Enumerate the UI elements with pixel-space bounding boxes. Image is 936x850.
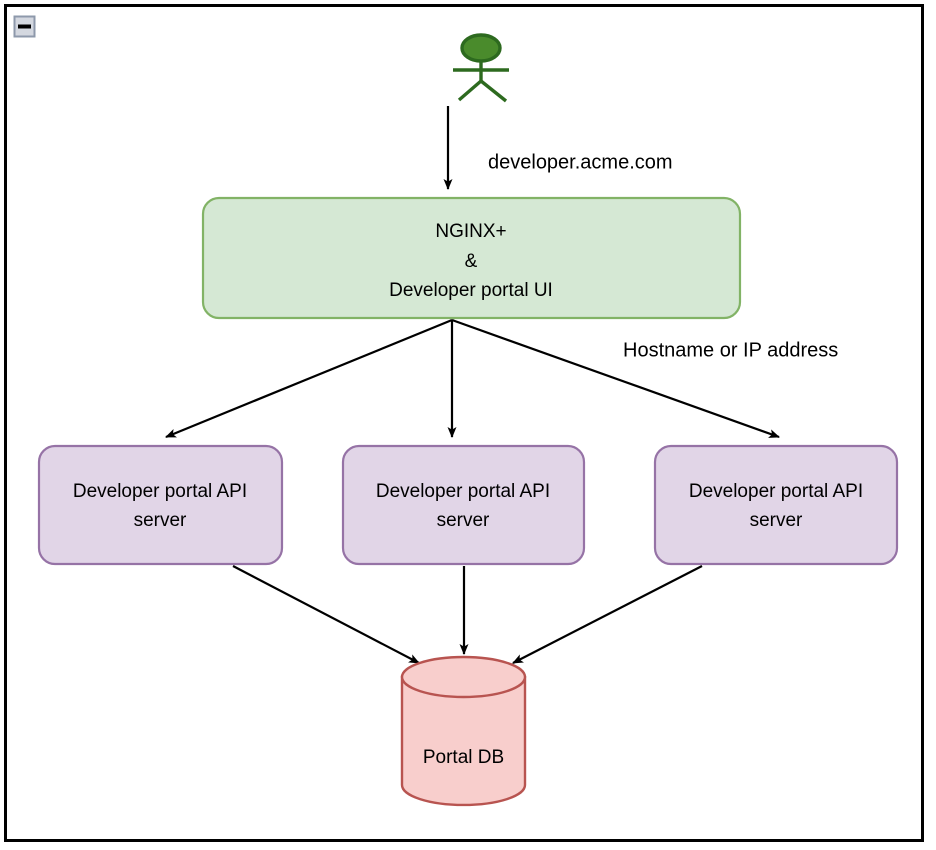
actor-leg-right-line: [479, 79, 508, 103]
node-nginx-portal-ui[interactable]: NGINX+ & Developer portal UI: [201, 196, 742, 320]
node-api-server-2-label-line1: Developer portal API: [376, 481, 550, 502]
edge-nginx-to-api-server-3: [451, 318, 780, 439]
node-portal-db-top-ellipse: [400, 655, 527, 699]
actor-user: [453, 33, 509, 103]
collapse-toggle-button[interactable]: [13, 15, 36, 38]
node-api-server-3-label-line1: Developer portal API: [689, 481, 863, 502]
edge-label-hostname-or-ip-address: Hostname or IP address: [623, 339, 838, 361]
edge-api-server-3-to-db: [512, 565, 703, 664]
node-api-server-2-shape[interactable]: [341, 444, 586, 566]
edge-api-server-1-to-db: [232, 565, 420, 664]
node-api-server-2[interactable]: Developer portal API server: [341, 444, 586, 566]
node-api-server-1-label-line2: server: [134, 510, 187, 531]
edge-label-developer-acme-com: developer.acme.com: [488, 151, 673, 173]
actor-head-icon: [460, 33, 502, 63]
node-api-server-3[interactable]: Developer portal API server: [653, 444, 899, 566]
actor-leg-left-line: [457, 79, 483, 102]
node-portal-db[interactable]: Portal DB: [400, 655, 527, 807]
node-nginx-label-line3: Developer portal UI: [389, 280, 553, 301]
node-api-server-1-label-line1: Developer portal API: [73, 481, 247, 502]
minus-icon: [18, 24, 31, 29]
node-api-server-3-label-line2: server: [750, 510, 803, 531]
node-nginx-portal-ui-shape[interactable]: [201, 196, 742, 320]
node-api-server-1-shape[interactable]: [37, 444, 284, 566]
node-api-server-2-label-line2: server: [437, 510, 490, 531]
edge-nginx-to-api-server-1: [165, 318, 453, 439]
node-api-server-3-shape[interactable]: [653, 444, 899, 566]
node-nginx-label-line1: NGINX+: [435, 221, 506, 242]
node-portal-db-body[interactable]: [400, 675, 527, 807]
node-api-server-1[interactable]: Developer portal API server: [37, 444, 284, 566]
node-nginx-label-line2: &: [465, 251, 478, 272]
node-portal-db-label: Portal DB: [423, 747, 504, 768]
